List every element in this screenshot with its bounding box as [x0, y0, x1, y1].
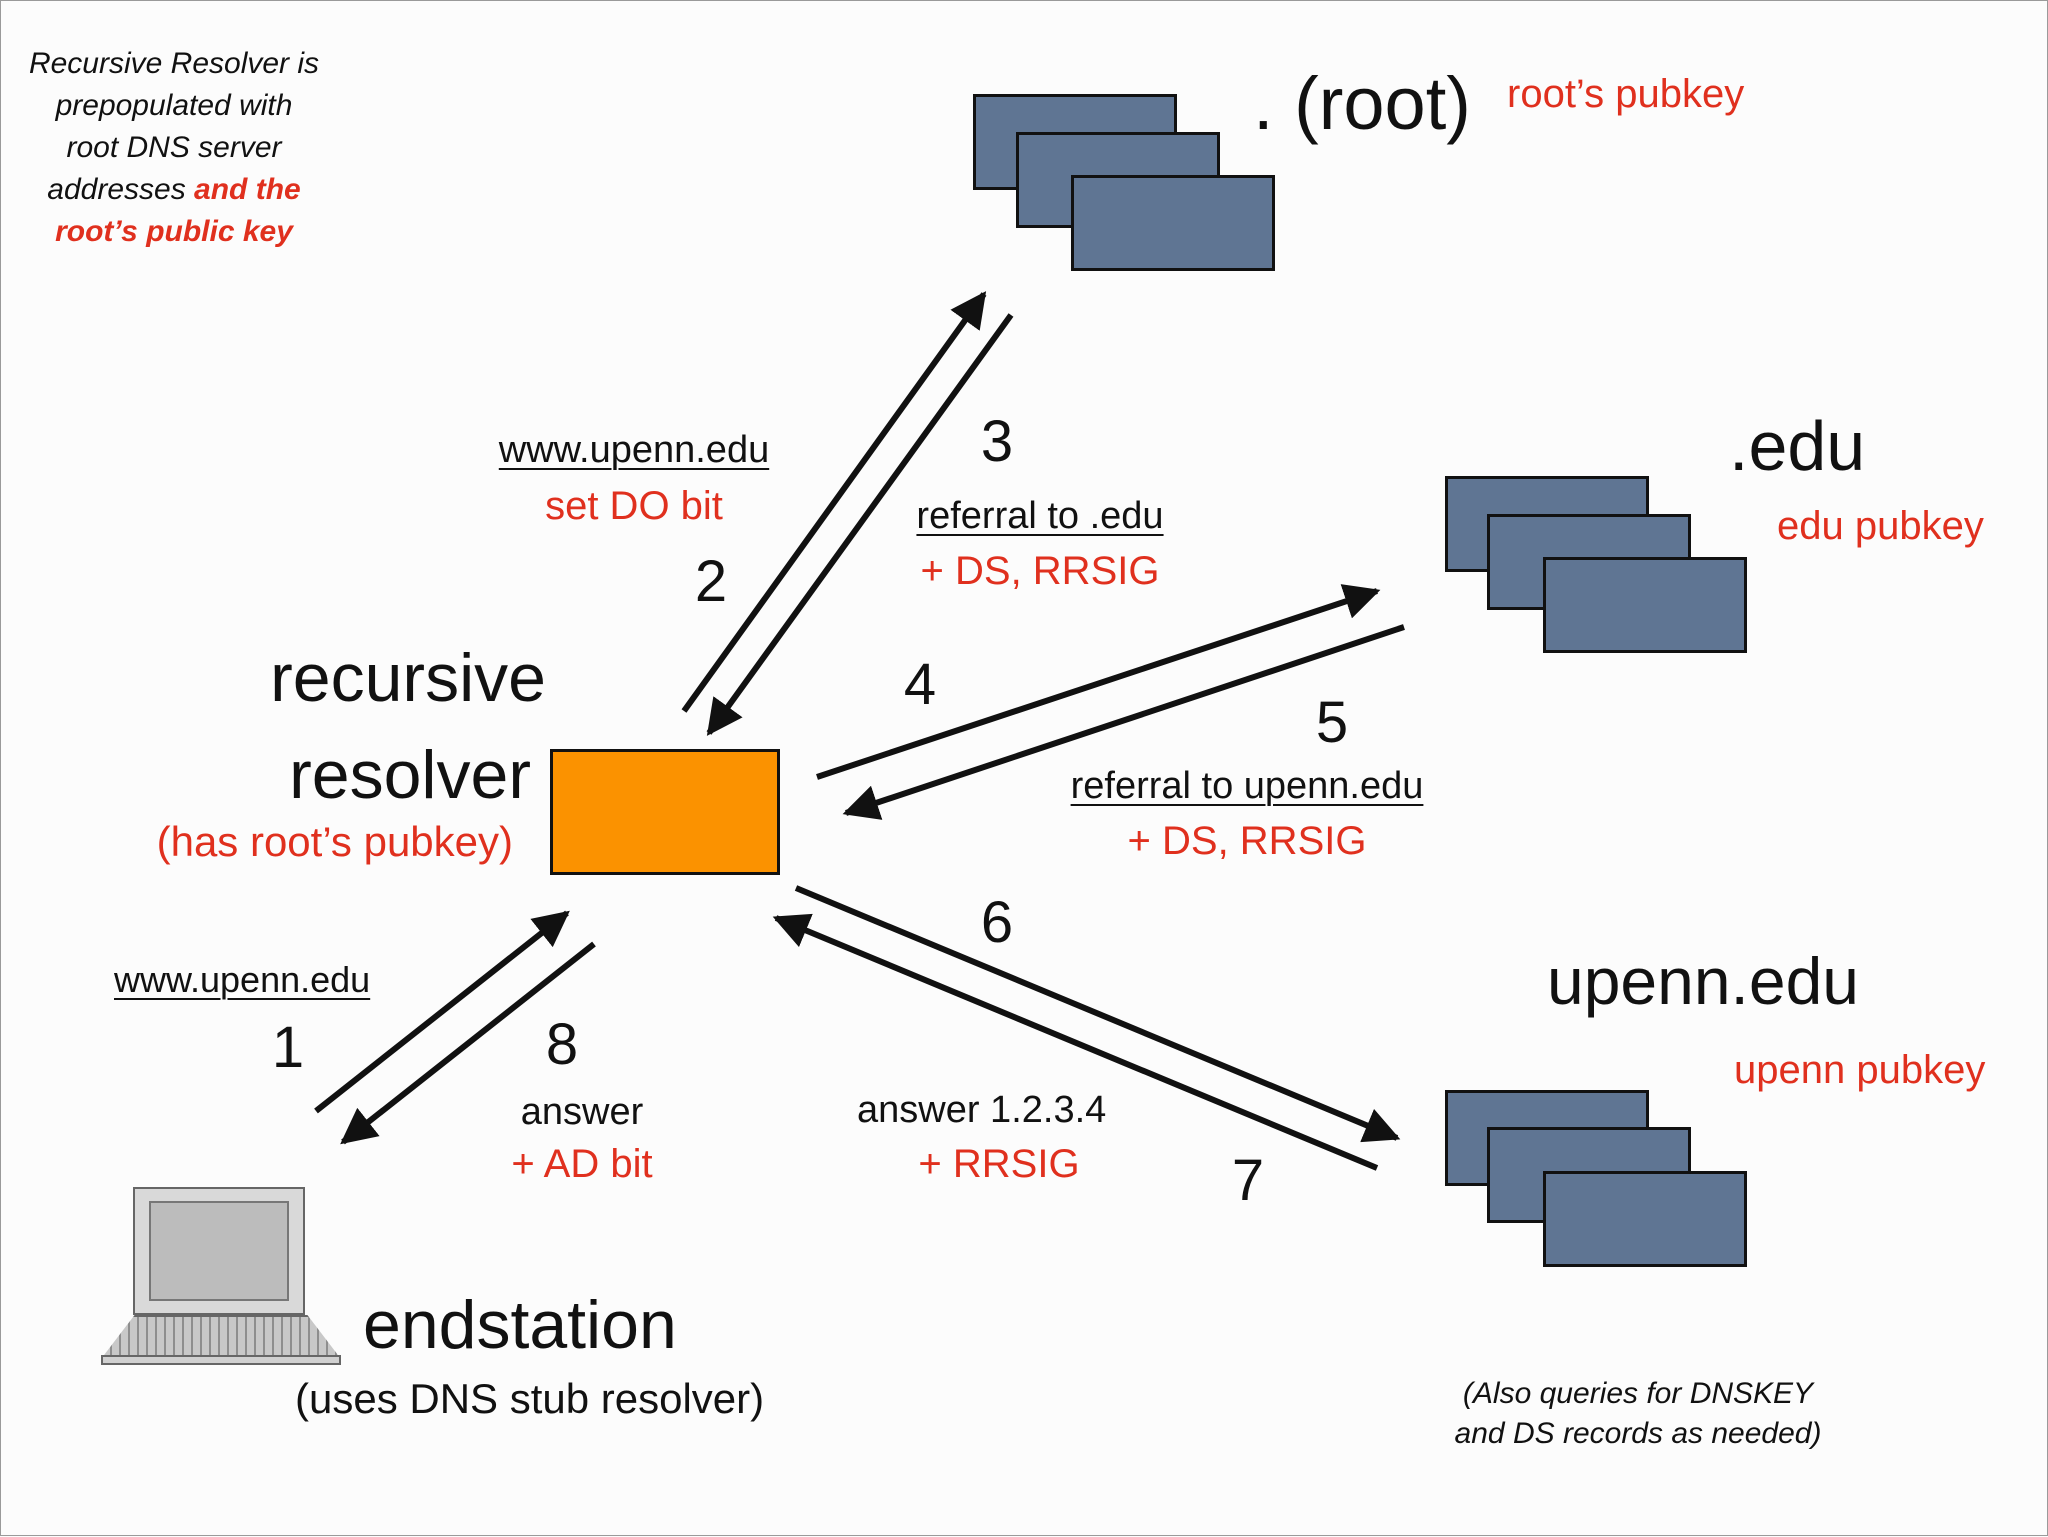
arrow-step-3 — [706, 313, 1014, 736]
step3-number: 3 — [980, 409, 1014, 474]
step2-number: 2 — [694, 549, 728, 614]
laptop-base-edge — [101, 1355, 341, 1365]
edu-server-3 — [1543, 557, 1747, 653]
note-line-2: prepopulated with — [55, 89, 293, 122]
resolver-label-line1: recursive — [270, 640, 546, 716]
arrow-step-6 — [794, 885, 1401, 1143]
step1-number: 1 — [271, 1015, 305, 1080]
step7-answer: answer 1.2.3.4 — [857, 1089, 1107, 1131]
note-line-4-plain: addresses — [47, 173, 186, 206]
step1-query: www.upenn.edu — [114, 959, 371, 1000]
step8-ad-bit: + AD bit — [511, 1142, 653, 1186]
arrow-step-1 — [314, 910, 570, 1114]
preload-note: Recursive Resolver is prepopulated with … — [19, 43, 329, 253]
step2-query: www.upenn.edu — [498, 429, 770, 471]
upenn-pubkey: upenn pubkey — [1734, 1048, 1986, 1092]
step2-do-bit: set DO bit — [545, 484, 723, 528]
arrow-step-7 — [772, 913, 1379, 1171]
step7-rrsig: + RRSIG — [918, 1142, 1080, 1186]
laptop-keyboard — [101, 1315, 341, 1359]
root-server-3 — [1071, 175, 1275, 271]
laptop-icon — [101, 1187, 341, 1367]
step3-referral: referral to .edu — [916, 495, 1164, 537]
note-line-3: root DNS server — [66, 131, 282, 164]
laptop-screen — [133, 1187, 305, 1315]
step5-number: 5 — [1315, 690, 1349, 755]
laptop-display — [149, 1201, 289, 1301]
note-line-1: Recursive Resolver is — [28, 47, 320, 80]
edu-pubkey: edu pubkey — [1777, 504, 1984, 548]
upenn-name: upenn.edu — [1547, 944, 1859, 1018]
arrow-step-2 — [681, 291, 987, 713]
arrow-step-5 — [842, 624, 1405, 820]
note-line-4-bold: and the — [194, 173, 301, 206]
step7-number: 7 — [1231, 1148, 1265, 1213]
upenn-server-3 — [1543, 1171, 1747, 1267]
step3-ds-rrsig: + DS, RRSIG — [920, 549, 1160, 593]
root-pubkey: root’s pubkey — [1507, 72, 1745, 116]
step5-referral: referral to upenn.edu — [1070, 765, 1424, 807]
edu-name: .edu — [1729, 407, 1866, 485]
resolver-box — [550, 749, 780, 875]
arrow-step-8 — [340, 941, 596, 1145]
step4-number: 4 — [903, 652, 937, 717]
resolver-label-line2: resolver — [289, 737, 531, 813]
step6-number: 6 — [980, 890, 1014, 955]
arrow-step-4 — [816, 584, 1381, 780]
footnote-line1: (Also queries for DNSKEY — [1462, 1377, 1814, 1410]
endstation-sublabel: (uses DNS stub resolver) — [295, 1375, 765, 1422]
endstation-name: endstation — [363, 1287, 677, 1363]
step8-answer: answer — [520, 1091, 644, 1133]
step8-number: 8 — [545, 1012, 579, 1077]
resolver-sublabel: (has root’s pubkey) — [156, 818, 513, 865]
footnote-line2: and DS records as needed) — [1454, 1417, 1822, 1450]
root-name: . (root) — [1253, 62, 1471, 145]
step5-ds-rrsig: + DS, RRSIG — [1127, 819, 1367, 863]
note-line-5-bold: root’s public key — [55, 215, 293, 248]
note-line-5: root’s public key — [19, 211, 329, 253]
note-line-4: addresses and the — [19, 169, 329, 211]
